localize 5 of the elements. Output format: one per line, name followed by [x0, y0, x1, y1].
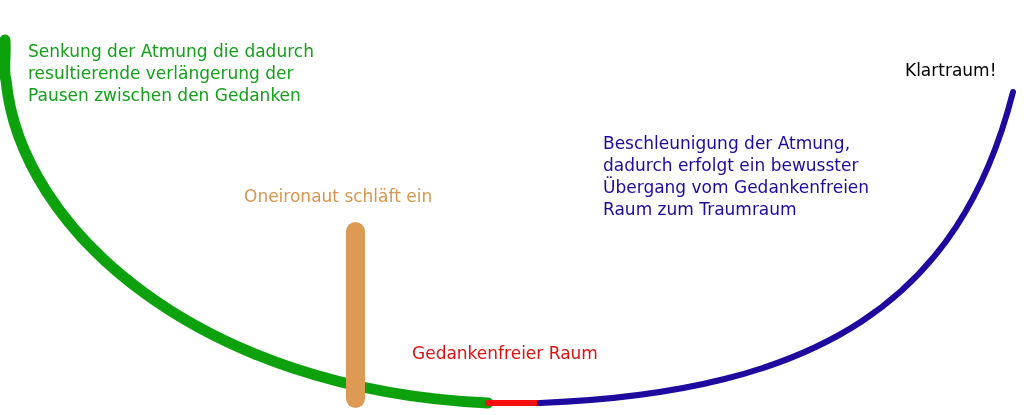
- annotation-text: Gedankenfreier Raum: [412, 342, 599, 364]
- annotation-text: Senkung der Atmung die dadurch resultierende verlängerung der Pausen zwischen den Gedanken: [28, 40, 315, 106]
- annotation-text: Oneironaut schläft ein: [244, 185, 434, 207]
- annotation-text: Klartraum!: [905, 59, 998, 81]
- annotation-text: Beschleunigung der Atmung, dadurch erfolgt ein bewusster Übergang vom Gedankenfreien Raum zum Traumraum: [603, 132, 871, 220]
